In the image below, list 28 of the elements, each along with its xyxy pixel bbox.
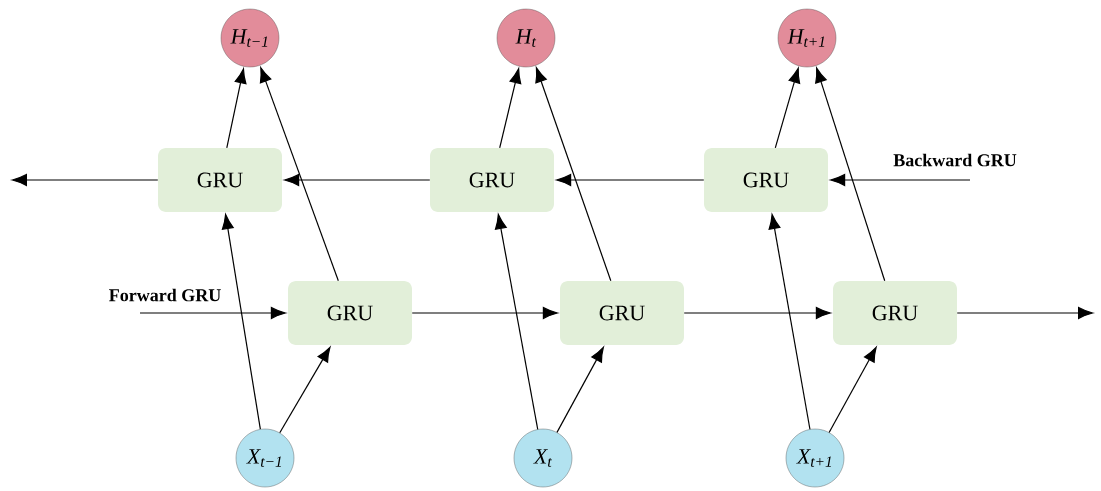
- arrow: [499, 68, 522, 149]
- arrow: [494, 214, 539, 430]
- arrow: [139, 306, 286, 320]
- arrow: [11, 173, 159, 187]
- arrow: [556, 346, 604, 433]
- arrow: [411, 306, 558, 320]
- arrow: [828, 346, 877, 434]
- arrow: [768, 214, 811, 430]
- arrow: [279, 346, 331, 434]
- gru-box: GRU: [158, 148, 282, 212]
- arrow: [556, 173, 705, 187]
- arrow: [284, 173, 431, 187]
- edge-label: Backward GRU: [892, 152, 1018, 168]
- edge-label: Forward GRU: [107, 287, 223, 303]
- arrow: [259, 67, 339, 282]
- gru-box: GRU: [704, 148, 828, 212]
- arrow: [774, 67, 801, 149]
- gru-box: GRU: [288, 281, 412, 345]
- gru-box: GRU: [833, 281, 957, 345]
- arrow: [815, 67, 886, 282]
- gru-box: GRU: [560, 281, 684, 345]
- gru-box: GRU: [430, 148, 554, 212]
- arrow: [683, 306, 831, 320]
- arrow: [956, 306, 1094, 320]
- arrow: [535, 67, 612, 282]
- arrow: [226, 68, 247, 149]
- arrow: [221, 214, 261, 430]
- arrow: [830, 173, 971, 187]
